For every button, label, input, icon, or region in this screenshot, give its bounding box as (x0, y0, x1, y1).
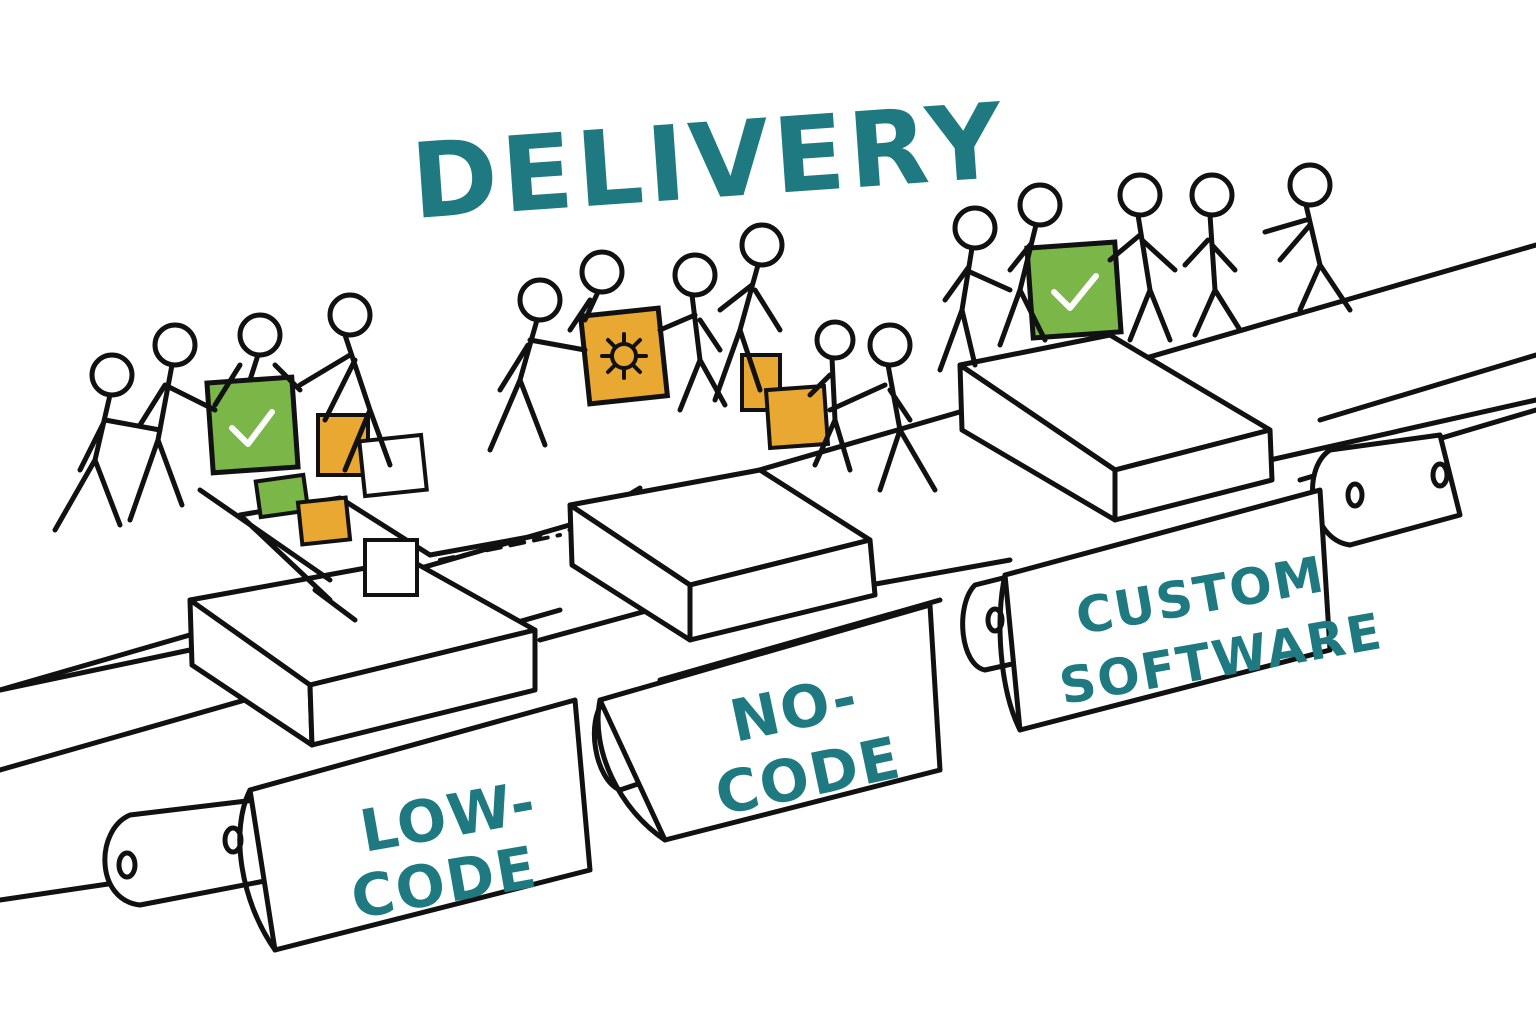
stick-figure (807, 319, 856, 473)
stick-figure (1107, 172, 1178, 343)
stick-figure (657, 252, 728, 413)
diagram-title: DELIVERY (407, 80, 1010, 243)
stick-figure (937, 205, 1013, 373)
stick-figure (567, 249, 625, 333)
orange-box-gear (577, 305, 671, 407)
stage-custom-software: CUSTOM SOFTWARE (957, 332, 1387, 733)
checkmark-icon (1051, 273, 1099, 311)
orange-box (295, 495, 353, 547)
stick-figure (997, 182, 1063, 348)
white-box (363, 538, 419, 597)
stick-figure (297, 292, 393, 473)
stick-figure (212, 312, 303, 408)
stick-figure (1262, 162, 1353, 313)
stick-figure (712, 222, 785, 403)
stick-figure (52, 352, 163, 533)
stage-low-code: LOW- CODE (187, 487, 593, 953)
orange-box (763, 383, 831, 451)
green-box-checkmark (1024, 239, 1124, 341)
gear-icon (600, 332, 648, 380)
stick-figure (1182, 172, 1243, 338)
white-box (357, 432, 429, 499)
belt-roller (102, 797, 273, 908)
belt-roller (1310, 432, 1463, 548)
stick-figure (127, 322, 218, 523)
stage-no-code: NO- CODE (567, 467, 943, 843)
stick-figure (827, 322, 938, 493)
green-box (253, 472, 311, 520)
checkmark-icon (229, 409, 275, 447)
stick-figure (487, 277, 588, 453)
